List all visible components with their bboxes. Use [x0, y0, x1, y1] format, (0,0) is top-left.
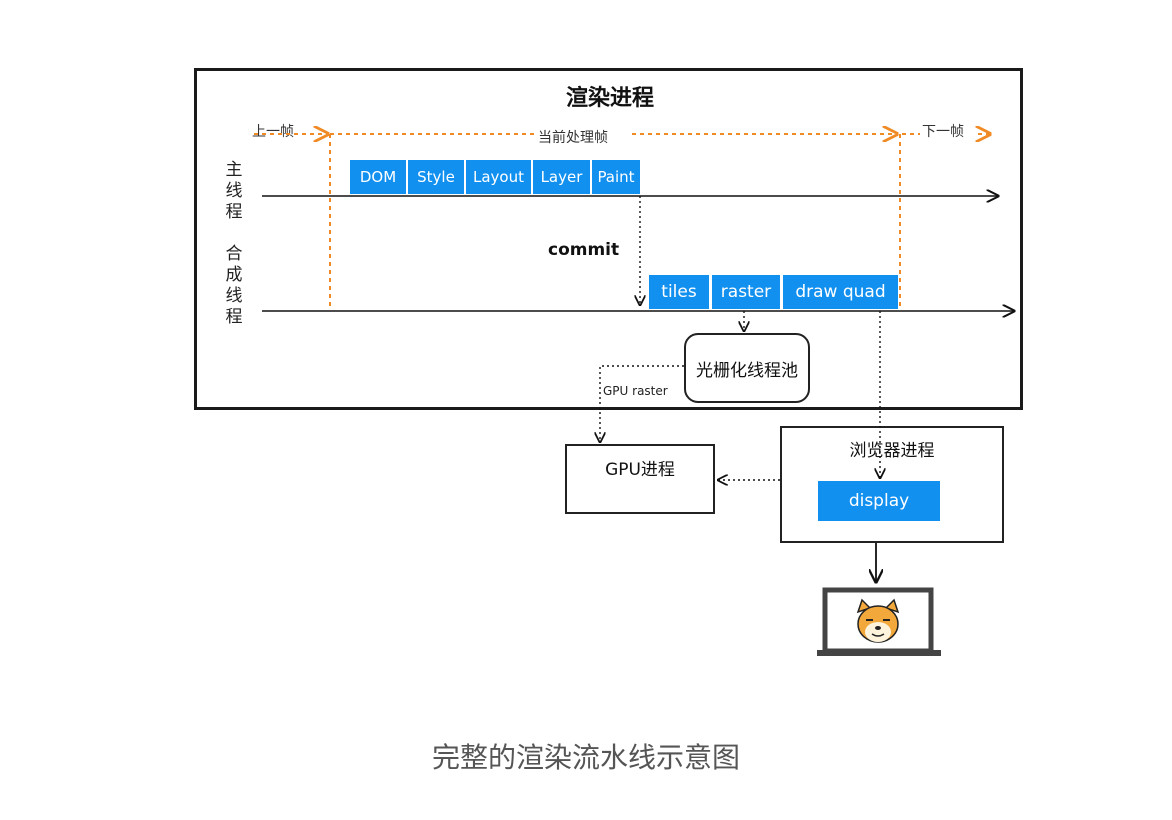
stage-dom: DOM	[350, 160, 406, 194]
stage-raster: raster	[712, 275, 780, 309]
main-thread-label-text: 主线程	[225, 160, 243, 222]
gpu-raster-label: GPU raster	[603, 384, 668, 398]
gpu-process-box	[565, 444, 715, 514]
current-frame-label: 当前处理帧	[538, 130, 608, 146]
stage-tiles: tiles	[649, 275, 709, 309]
render-process-title: 渲染进程	[565, 86, 654, 111]
diagram-caption: 完整的渲染流水线示意图	[431, 741, 740, 774]
pool-to-gpu-arrow	[600, 365, 684, 442]
shiba-dog-icon	[856, 598, 900, 643]
commit-label: commit	[548, 240, 620, 260]
stage-draw-quad: draw quad	[783, 275, 898, 309]
compositor-thread-label-text: 合成线程	[225, 244, 243, 327]
render-process-frame	[194, 68, 1023, 410]
stage-style: Style	[408, 160, 464, 194]
display-block: display	[818, 481, 940, 521]
gpu-process-title: GPU进程	[605, 460, 675, 480]
stage-layout: Layout	[466, 160, 531, 194]
raster-thread-pool: 光栅化线程池	[684, 333, 810, 403]
frame-timeline	[254, 134, 990, 310]
browser-process-title: 浏览器进程	[849, 441, 935, 461]
compositor-thread-label: 合成线程	[222, 244, 246, 328]
prev-frame-label: 上一帧	[252, 124, 294, 140]
stage-paint: Paint	[592, 160, 640, 194]
main-thread-label: 主线程	[222, 160, 246, 223]
next-frame-label: 下一帧	[922, 124, 964, 140]
raster-thread-pool-label: 光栅化线程池	[696, 360, 798, 381]
stage-layer: Layer	[533, 160, 590, 194]
